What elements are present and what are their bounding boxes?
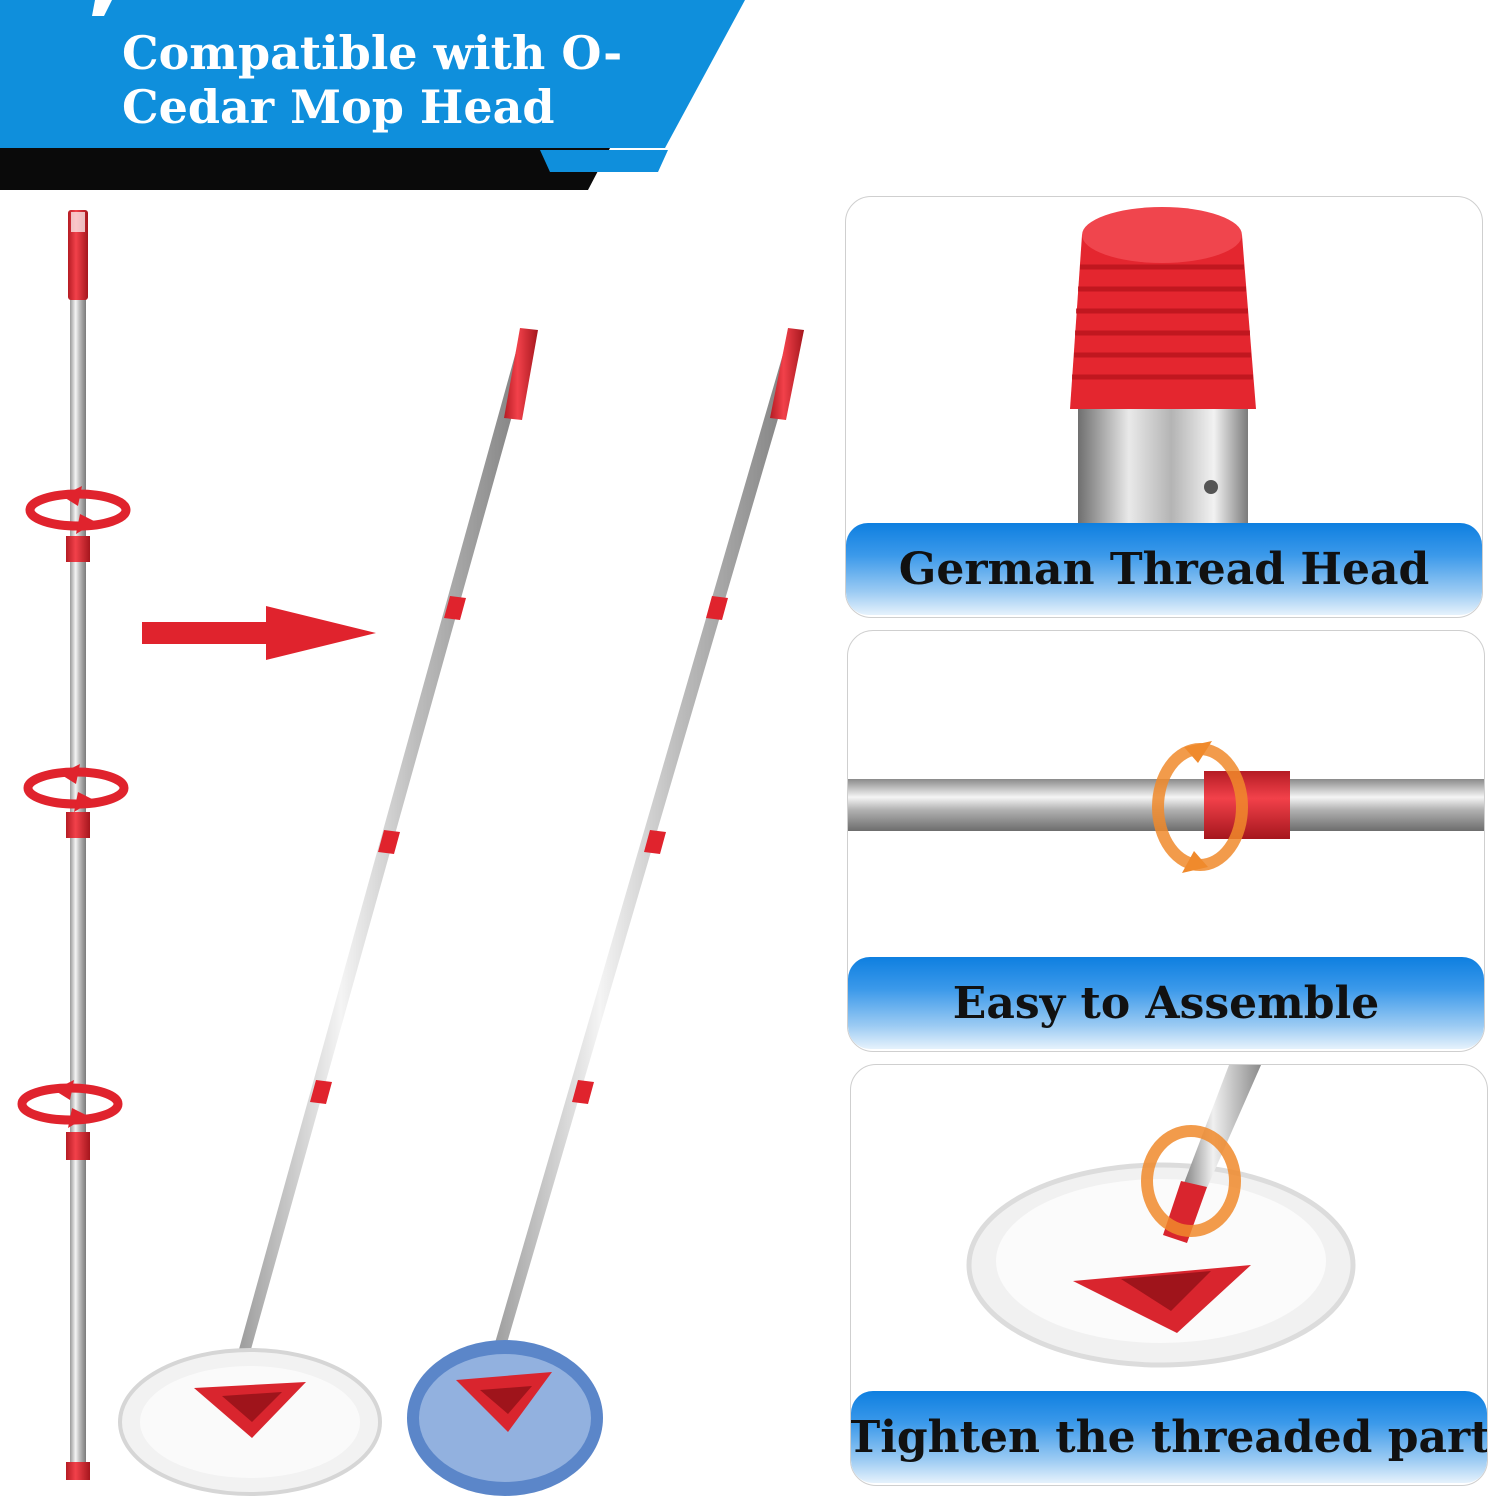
pole-segments: [66, 210, 90, 1480]
mop-head-photo-icon: [966, 1065, 1356, 1368]
banner-background: [0, 0, 745, 190]
product-illustration: [0, 200, 830, 1500]
feature-label-bar: Tighten the threaded part: [851, 1391, 1487, 1483]
feature-label: Easy to Assemble: [952, 977, 1380, 1029]
right-arrow-icon: [142, 606, 376, 660]
thread-head-photo-icon: [1070, 207, 1256, 537]
mop-white: [118, 328, 538, 1496]
feature-card-tighten: Tighten the threaded part: [850, 1064, 1488, 1486]
header-banner: Compatible with O-Cedar Mop Head: [0, 0, 760, 200]
feature-card-thread-head: German Thread Head: [845, 196, 1483, 618]
pole-joint-photo-icon: [848, 741, 1484, 873]
feature-label: German Thread Head: [898, 543, 1430, 595]
mop-blue: [407, 328, 804, 1496]
feature-label-bar: German Thread Head: [846, 523, 1482, 615]
feature-label: Tighten the threaded part: [850, 1411, 1488, 1463]
mop-illustration: [17, 210, 804, 1496]
feature-card-easy-assemble: Easy to Assemble: [847, 630, 1485, 1052]
feature-label-bar: Easy to Assemble: [848, 957, 1484, 1049]
banner-title: Compatible with O-Cedar Mop Head: [122, 26, 623, 134]
